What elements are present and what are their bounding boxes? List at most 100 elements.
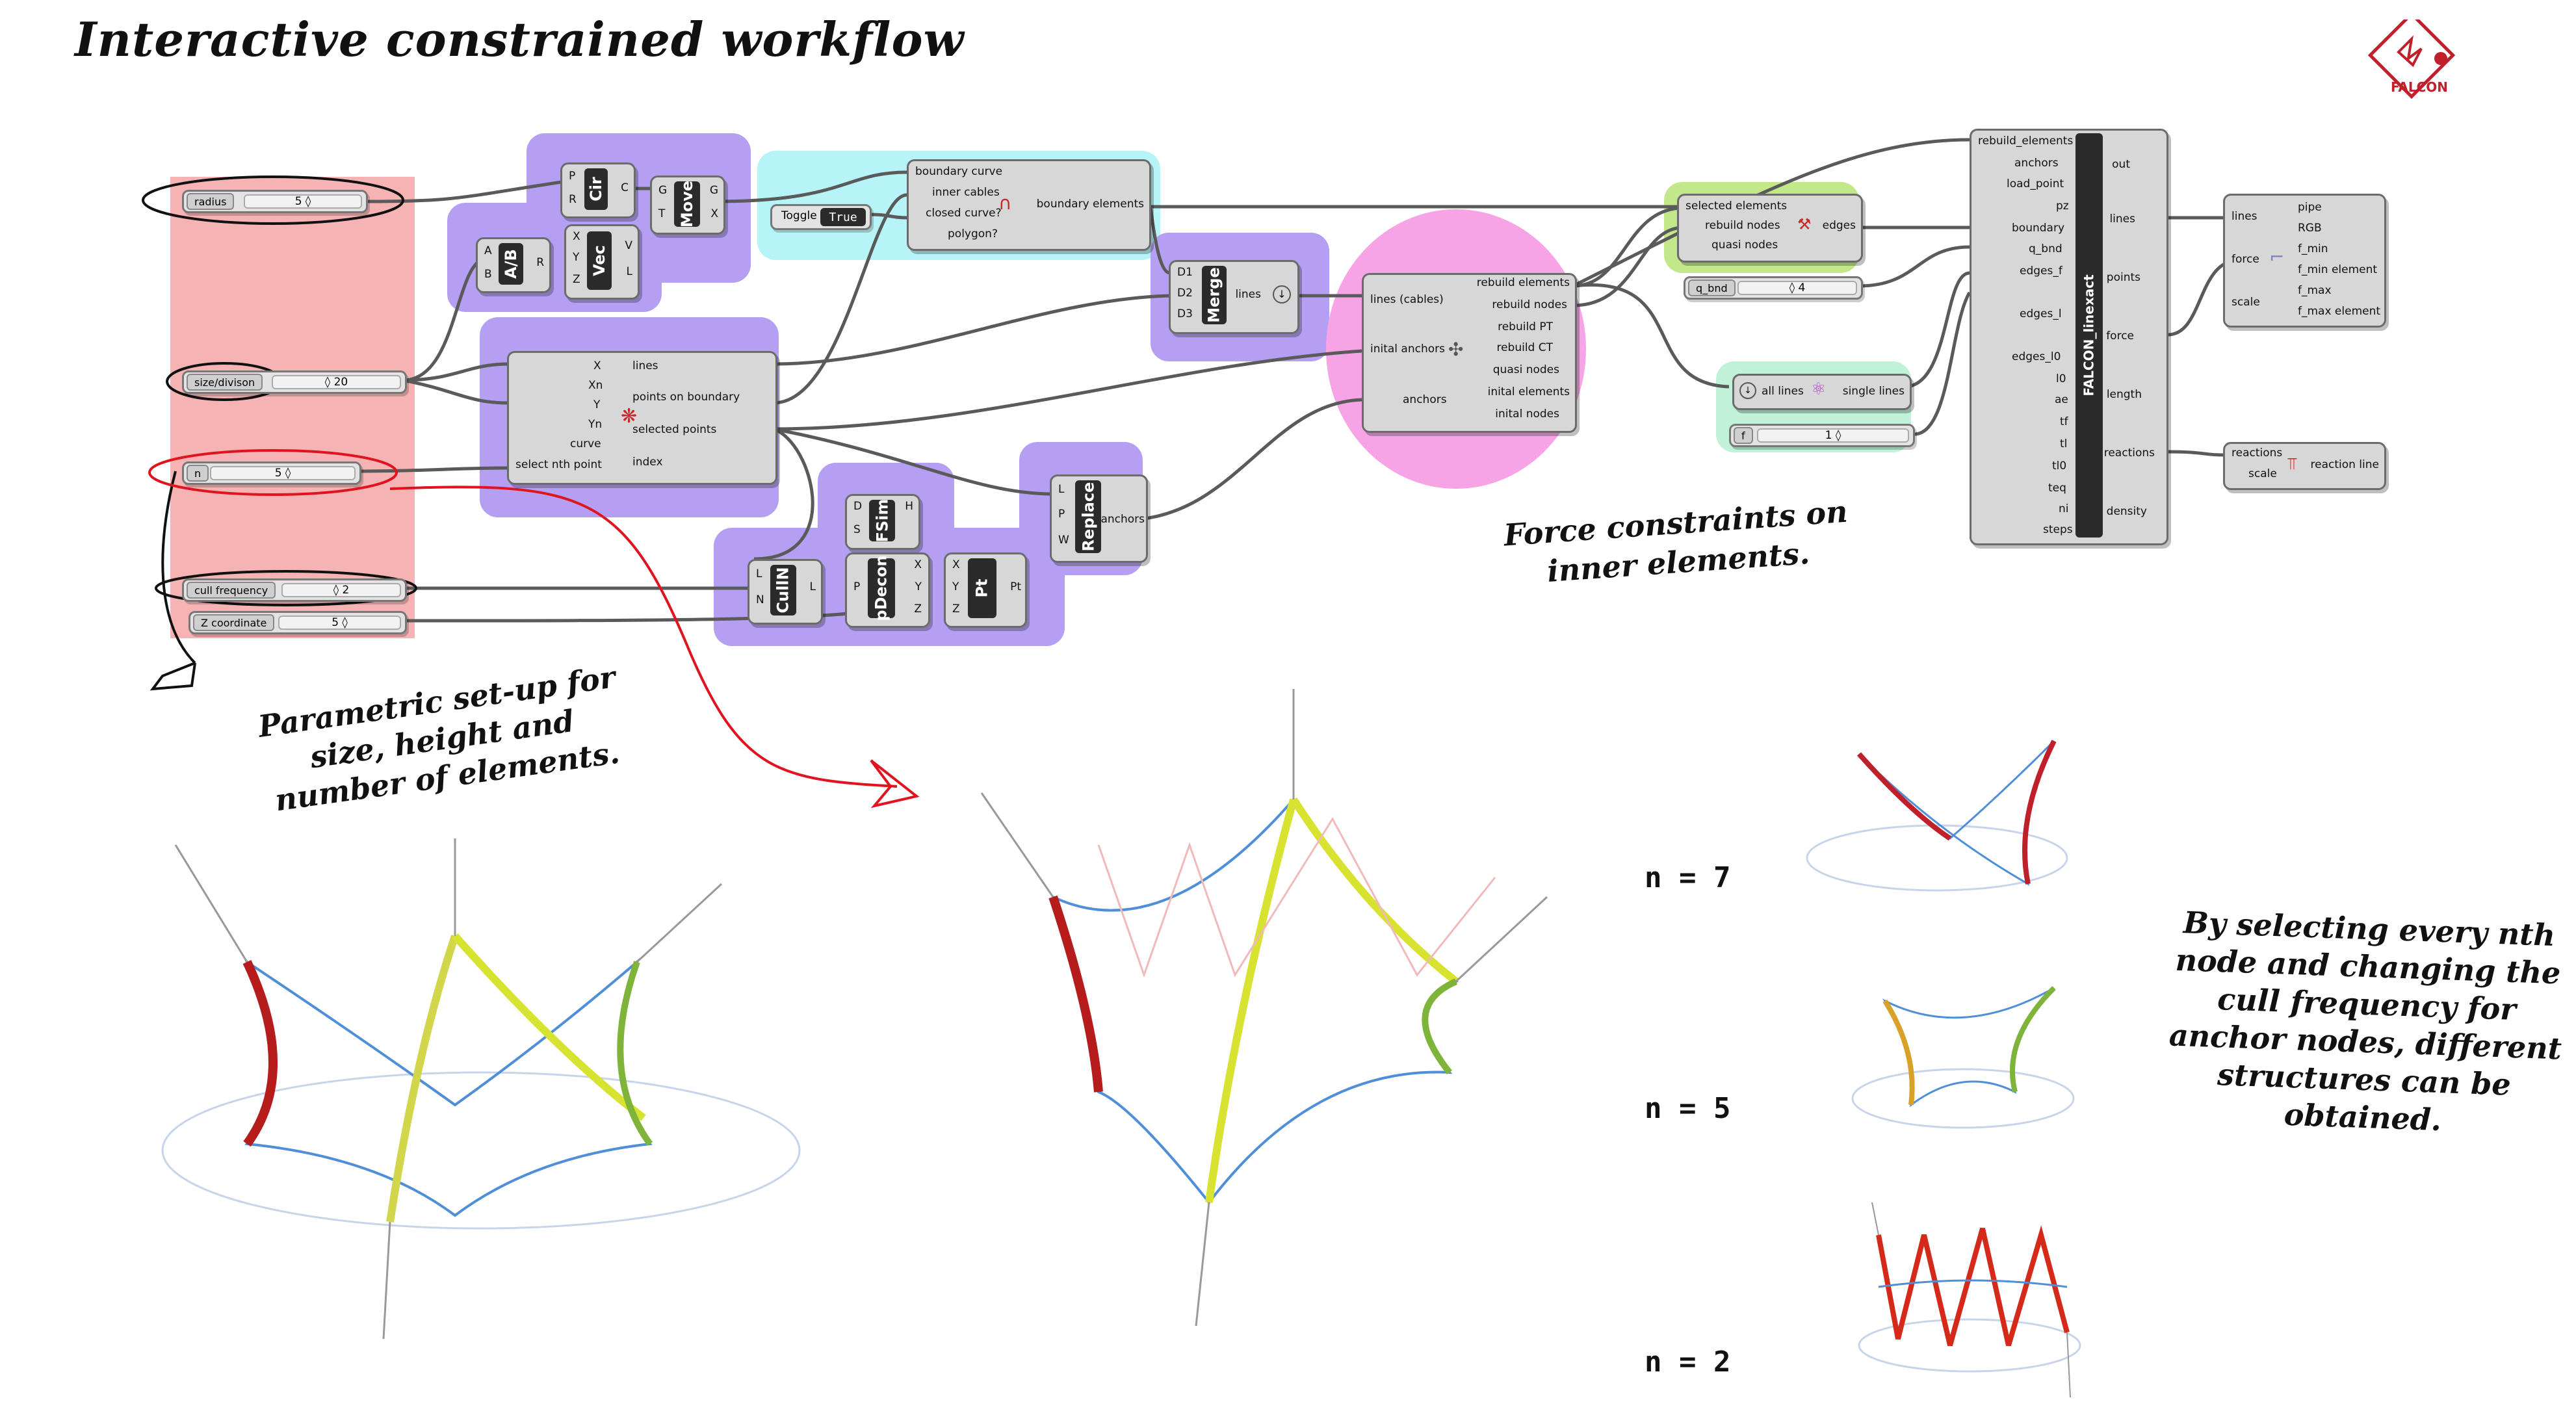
output-rebuild-elements[interactable]: rebuild elements — [1476, 276, 1570, 289]
output-force[interactable]: force — [2106, 330, 2134, 343]
input-anchors[interactable]: anchors — [1403, 393, 1447, 406]
input-l[interactable]: L — [1058, 483, 1065, 496]
output-density[interactable]: density — [2106, 505, 2147, 518]
input-edges-l[interactable]: edges_l — [2020, 307, 2062, 320]
output-f-max-element[interactable]: f_max element — [2298, 305, 2381, 318]
slider-track[interactable]: 5 ◊ — [210, 466, 356, 480]
input-steps[interactable]: steps — [2043, 523, 2073, 536]
output-y[interactable]: Y — [915, 580, 922, 593]
fsim-component[interactable]: D S FSim H — [845, 494, 920, 550]
input-d[interactable]: D — [853, 500, 863, 513]
input-l0[interactable]: l0 — [2056, 372, 2066, 385]
output-selected-points[interactable]: selected points — [632, 423, 717, 436]
output-inital-nodes[interactable]: inital nodes — [1495, 408, 1559, 421]
input-w[interactable]: W — [1058, 534, 1069, 547]
input-x[interactable]: X — [593, 359, 601, 372]
input-select-nth[interactable]: select nth point — [515, 458, 602, 471]
z-coordinate-slider[interactable]: Z coordinate 5 ◊ — [189, 611, 407, 634]
slider-track[interactable]: 5 ◊ — [244, 194, 362, 209]
divide-component[interactable]: A B A/B R — [476, 237, 551, 293]
output-points[interactable]: points — [2106, 271, 2140, 284]
cull-frequency-slider[interactable]: cull frequency ◊ 2 — [182, 578, 407, 602]
output-reaction-line[interactable]: reaction line — [2310, 458, 2380, 471]
input-n[interactable]: N — [756, 593, 764, 606]
input-anchors[interactable]: anchors — [2014, 157, 2059, 170]
slider-track[interactable]: ◊ 4 — [1737, 281, 1857, 295]
grid-cluster-component[interactable]: X Xn Y Yn curve select nth point ❋ lines… — [507, 351, 777, 485]
slider-track[interactable]: 1 ◊ — [1757, 428, 1909, 443]
input-edges-l0[interactable]: edges_l0 — [2012, 350, 2061, 363]
output-pipe[interactable]: pipe — [2298, 201, 2322, 214]
reaction-visual-component[interactable]: reactions scale ⫪ reaction line — [2223, 442, 2386, 490]
input-inner-cables[interactable]: inner cables — [932, 186, 1000, 199]
input-inital-anchors[interactable]: inital anchors — [1370, 343, 1445, 356]
output-pt[interactable]: Pt — [1010, 580, 1021, 593]
rebuild-component[interactable]: lines (cables) inital anchors anchors ✣ … — [1362, 273, 1577, 433]
output-x[interactable]: X — [710, 207, 718, 220]
output-quasi-nodes[interactable]: quasi nodes — [1492, 363, 1559, 376]
output-c[interactable]: C — [621, 181, 629, 194]
input-z[interactable]: Z — [952, 603, 960, 616]
input-all-lines[interactable]: all lines — [1762, 385, 1804, 398]
output-g[interactable]: G — [709, 184, 718, 197]
input-r[interactable]: R — [569, 193, 577, 206]
input-curve[interactable]: curve — [570, 437, 601, 450]
input-force[interactable]: force — [2231, 253, 2259, 266]
output-z[interactable]: Z — [914, 603, 922, 616]
f-slider[interactable]: f 1 ◊ — [1729, 424, 1915, 447]
output-lines[interactable]: lines — [2109, 213, 2135, 226]
boolean-toggle[interactable]: Toggle True — [770, 204, 872, 230]
output-reactions[interactable]: reactions — [2103, 447, 2155, 460]
select-elements-component[interactable]: selected elements rebuild nodes quasi no… — [1677, 194, 1863, 263]
output-rebuild-pt[interactable]: rebuild PT — [1498, 320, 1553, 333]
input-p[interactable]: P — [853, 580, 861, 593]
falcon-solver-component[interactable]: rebuild_elements anchors load_point pz b… — [1970, 129, 2168, 545]
construct-point-component[interactable]: X Y Z Pt Pt — [944, 552, 1027, 628]
boundary-component[interactable]: boundary curve inner cables closed curve… — [907, 159, 1151, 251]
input-q-bnd[interactable]: q_bnd — [2029, 242, 2062, 255]
input-d1[interactable]: D1 — [1177, 266, 1193, 279]
input-t[interactable]: T — [658, 207, 666, 220]
input-g[interactable]: G — [658, 184, 668, 197]
vector-component[interactable]: X Y Z Vec V L — [564, 224, 640, 300]
input-z[interactable]: Z — [573, 273, 580, 286]
output-l[interactable]: L — [626, 265, 632, 278]
input-edges-f[interactable]: edges_f — [2020, 265, 2062, 278]
output-out[interactable]: out — [2112, 158, 2130, 171]
slider-track[interactable]: 5 ◊ — [278, 616, 401, 630]
output-edges[interactable]: edges — [1822, 219, 1856, 232]
input-d2[interactable]: D2 — [1177, 287, 1193, 300]
input-y[interactable]: Y — [952, 580, 959, 593]
output-h[interactable]: H — [905, 500, 913, 513]
q-bnd-slider[interactable]: q_bnd ◊ 4 — [1684, 276, 1863, 300]
input-load-point[interactable]: load_point — [2007, 177, 2064, 190]
input-ae[interactable]: ae — [2055, 393, 2068, 406]
output-lines[interactable]: lines — [1235, 288, 1261, 301]
n-slider[interactable]: n 5 ◊ — [182, 461, 361, 485]
input-lines-cables[interactable]: lines (cables) — [1370, 293, 1444, 306]
slider-track[interactable]: ◊ 2 — [281, 583, 401, 597]
input-boundary[interactable]: boundary — [2012, 222, 2064, 235]
input-y[interactable]: Y — [593, 398, 601, 411]
input-quasi-nodes[interactable]: quasi nodes — [1711, 239, 1778, 252]
input-reactions[interactable]: reactions — [2231, 447, 2283, 460]
radius-slider[interactable]: radius 5 ◊ — [182, 190, 368, 213]
output-l[interactable]: L — [809, 580, 816, 593]
input-boundary-curve[interactable]: boundary curve — [915, 165, 1003, 178]
move-component[interactable]: G T Move G X — [650, 175, 725, 235]
input-p[interactable]: P — [1058, 508, 1065, 521]
output-rebuild-nodes[interactable]: rebuild nodes — [1492, 298, 1567, 311]
input-ni[interactable]: ni — [2059, 502, 2069, 515]
output-r[interactable]: R — [536, 256, 544, 269]
output-index[interactable]: index — [632, 456, 663, 469]
input-scale[interactable]: scale — [2231, 296, 2260, 309]
input-tl0[interactable]: tl0 — [2052, 460, 2067, 473]
output-rebuild-ct[interactable]: rebuild CT — [1496, 341, 1553, 354]
output-points-on-boundary[interactable]: points on boundary — [632, 391, 740, 404]
output-f-min[interactable]: f_min — [2298, 242, 2328, 255]
input-x[interactable]: X — [952, 558, 960, 571]
input-xn[interactable]: Xn — [588, 379, 603, 392]
input-tl[interactable]: tl — [2060, 437, 2068, 450]
input-pz[interactable]: pz — [2056, 200, 2069, 213]
output-f-min-element[interactable]: f_min element — [2298, 263, 2378, 276]
